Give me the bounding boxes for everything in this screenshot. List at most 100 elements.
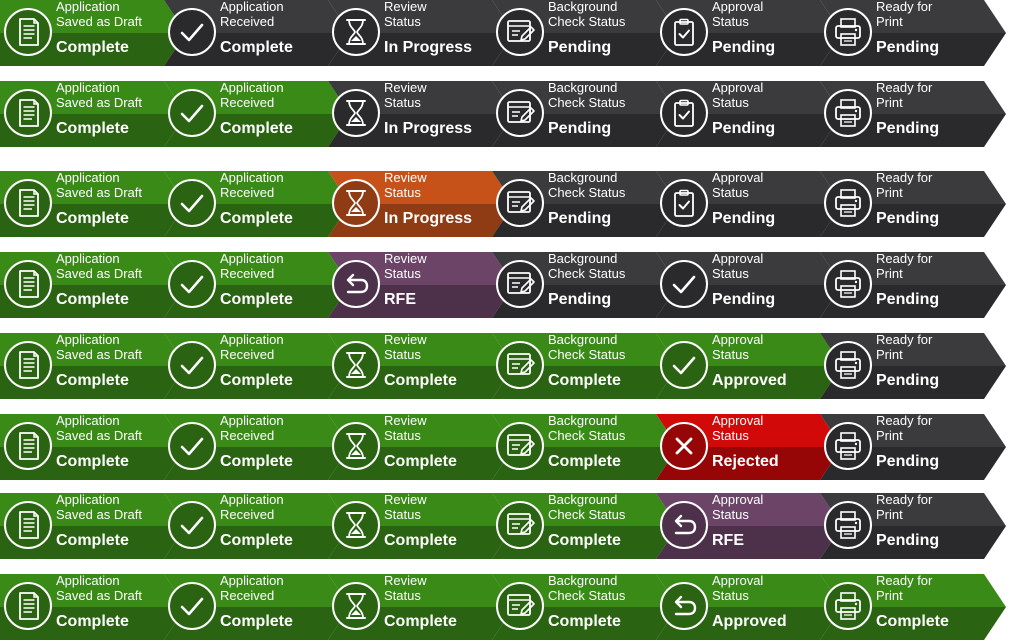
stage-status: Complete [220, 532, 293, 549]
stage-status: Complete [548, 372, 621, 389]
status-badge [332, 8, 380, 56]
stage-status: Complete [220, 372, 293, 389]
stage-status: Complete [220, 453, 293, 470]
stage-label-line: Approval [712, 573, 764, 588]
stage-label-line: Review [384, 332, 427, 347]
checkmark-icon [180, 597, 204, 616]
status-badge [168, 341, 216, 389]
printer-icon [835, 270, 861, 298]
status-badge [496, 8, 544, 56]
stage-label-line: Received [220, 266, 275, 281]
window-edit-icon [507, 20, 535, 42]
printer-icon [835, 511, 861, 539]
document-icon [19, 99, 39, 127]
stage-status: Complete [384, 453, 457, 470]
document-icon [19, 351, 39, 379]
stage-label-line: Print [876, 507, 903, 522]
stage-label-line: Check Status [548, 185, 626, 200]
window-edit-icon [507, 513, 535, 535]
status-badge [168, 89, 216, 137]
stage-label-line: Status [712, 507, 749, 522]
stage-status: Complete [220, 291, 293, 308]
stage-status: Pending [876, 120, 940, 137]
stage-label-line: Received [220, 507, 275, 522]
window-edit-icon [507, 272, 535, 294]
return-arrow-icon [346, 273, 369, 294]
stage-label-line: Application [56, 413, 120, 428]
checkmark-icon [180, 194, 204, 213]
stage-status: Pending [548, 291, 612, 308]
stage-label-line: Background [548, 332, 618, 347]
checkmark-icon [180, 104, 204, 123]
stage-label-line: Review [384, 573, 427, 588]
stage-label-line: Approval [712, 413, 764, 428]
stage-label-line: Status [384, 266, 421, 281]
stage-label-line: Saved as Draft [56, 266, 142, 281]
stage-label-line: Print [876, 185, 903, 200]
stage-label-line: Approval [712, 170, 764, 185]
checkmark-icon [180, 356, 204, 375]
stage-status: Complete [56, 613, 129, 630]
stage-label-line: Ready for [876, 170, 933, 185]
stage-status: Pending [548, 210, 612, 227]
status-badge [660, 422, 708, 470]
